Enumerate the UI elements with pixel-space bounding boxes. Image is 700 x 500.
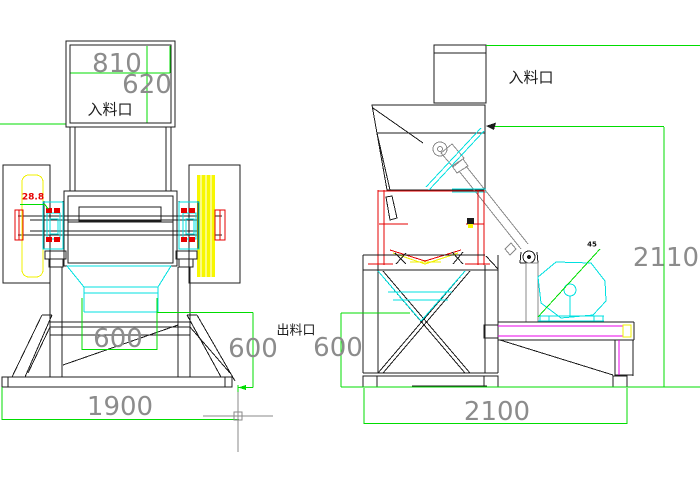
dim-620: 620 xyxy=(122,70,172,100)
front-dim-lines-bottom xyxy=(1,204,254,420)
front-crusher-body xyxy=(63,190,178,267)
dim-2100: 2100 xyxy=(463,397,531,427)
motor-table xyxy=(483,321,635,388)
side-view xyxy=(340,44,700,424)
front-view xyxy=(0,40,273,452)
label-motor-note: 45 xyxy=(587,240,597,249)
bearing-right xyxy=(178,201,200,250)
label-inlet-front: 入料口 xyxy=(87,100,133,119)
motor xyxy=(537,261,607,322)
shaft-flange-right xyxy=(214,209,226,241)
shaft-flange-left xyxy=(14,209,24,241)
side-inlet-chimney xyxy=(433,44,487,104)
dim-600-outlet-width: 600 xyxy=(93,324,143,354)
front-stand xyxy=(1,267,236,388)
side-dim-lines xyxy=(340,45,700,424)
dim-2110: 2110 xyxy=(632,243,700,273)
deflector-plates xyxy=(425,127,486,193)
crosshair-cursor xyxy=(203,392,273,452)
bearing-left xyxy=(42,201,64,250)
dim-810: 810 xyxy=(92,49,142,79)
side-stand xyxy=(362,254,499,388)
cylinder-linkage xyxy=(432,141,539,323)
body-brackets xyxy=(44,250,198,268)
label-inlet-side: 入料口 xyxy=(508,68,554,87)
pulley-guard-right xyxy=(188,164,241,284)
side-discharge-hopper xyxy=(377,270,466,322)
dim-shaft-28-8: 28.8 xyxy=(21,192,45,203)
dim-600-front-height: 600 xyxy=(228,334,278,364)
dim-1900: 1900 xyxy=(86,392,154,422)
label-outlet: 出料口 xyxy=(276,323,316,339)
front-discharge-hopper xyxy=(66,265,172,313)
dim-600-side-height: 600 xyxy=(313,333,363,363)
feeder-frame xyxy=(368,190,490,265)
